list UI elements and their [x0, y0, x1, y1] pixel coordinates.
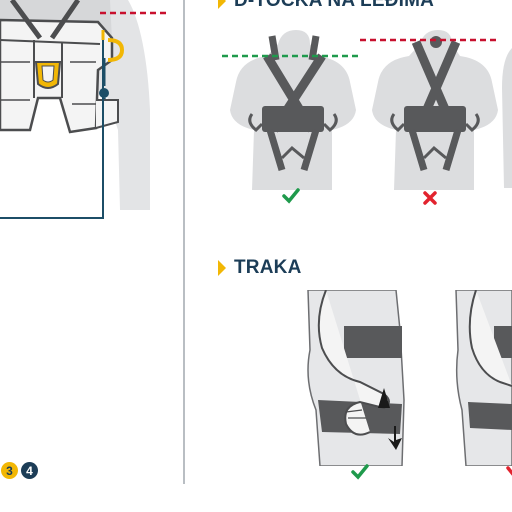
- cross-icon: [423, 191, 437, 205]
- d-ring-level-line-incorrect: [360, 38, 500, 42]
- section-strap-heading: TRAKA: [218, 257, 302, 279]
- step-badge-4: 4: [21, 462, 38, 479]
- cross-icon: [506, 466, 512, 476]
- strap-figure-correct: [300, 289, 418, 467]
- step-badge-3: 3: [1, 462, 18, 479]
- strap-figure-incorrect: [454, 289, 512, 467]
- section-d-ring-title: D-TOČKA NA LEĐIMA: [234, 0, 435, 11]
- harness-figure-incorrect: [364, 30, 504, 190]
- section-d-ring-heading: D-TOČKA NA LEĐIMA: [218, 0, 434, 12]
- section-bullet-icon: [218, 260, 226, 276]
- section-bullet-icon: [218, 0, 226, 9]
- d-ring-level-line-correct: [222, 54, 358, 58]
- left-harness-figure: [0, 0, 183, 230]
- column-divider: [183, 0, 185, 484]
- check-icon: [351, 464, 369, 485]
- harness-figure-correct: [222, 30, 362, 190]
- harness-figure-cropped: [500, 48, 512, 188]
- section-strap-title: TRAKA: [234, 257, 302, 278]
- check-icon: [282, 188, 300, 209]
